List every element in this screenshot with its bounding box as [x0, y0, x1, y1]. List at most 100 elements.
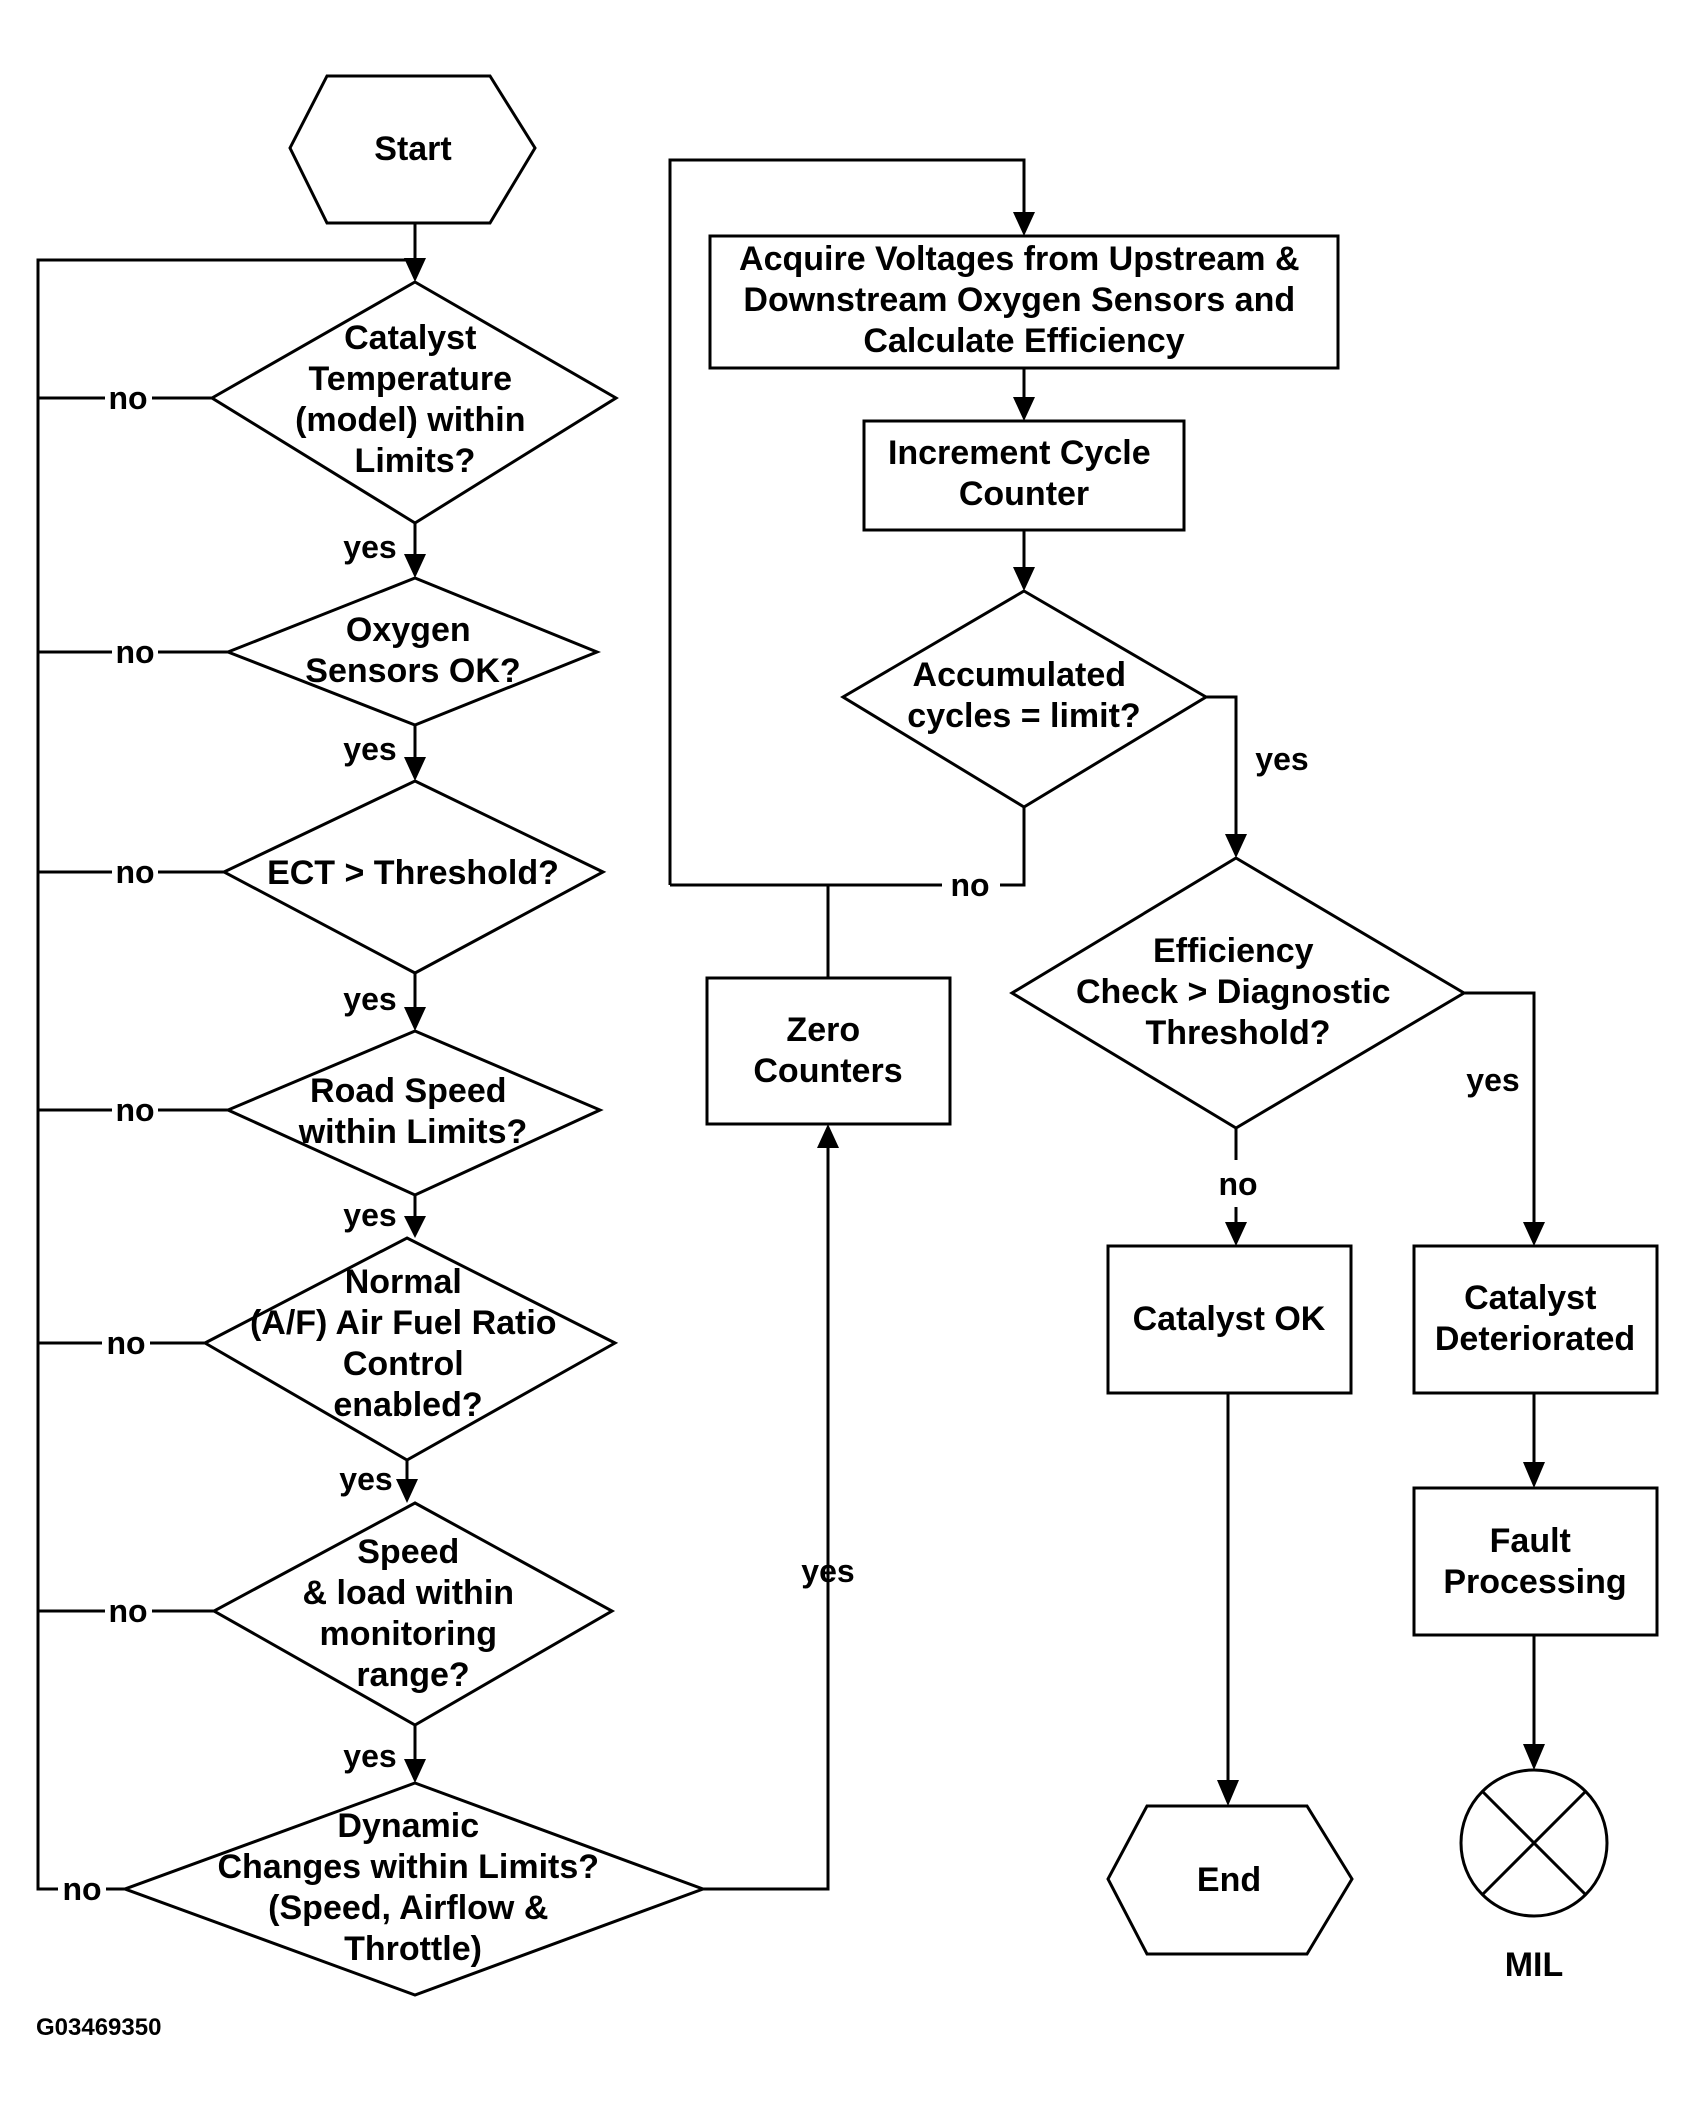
- speed-load-line-4: range?: [356, 1656, 469, 1694]
- speed-load-label: Speed & load within monitoring range?: [303, 1533, 524, 1694]
- catalyst-temp-line-4: Limits?: [355, 442, 476, 480]
- ect-line-1: ECT > Threshold?: [267, 854, 559, 892]
- efficiency-line-2: Check > Diagnostic: [1076, 973, 1391, 1011]
- zero-counters-line-2: Counters: [753, 1052, 902, 1090]
- no-label-dynamic: no: [62, 1871, 101, 1907]
- decision-accumulated: [840, 589, 1209, 809]
- arrowhead-to-efficiency: [1225, 834, 1247, 858]
- dynamic-line-1: Dynamic: [337, 1807, 479, 1845]
- arrowhead-to-af: [404, 1216, 426, 1238]
- yes-label-road-speed: yes: [343, 1197, 396, 1233]
- process-catalyst-deteriorated: [1412, 1244, 1659, 1395]
- arrowhead-to-accumulated: [1013, 567, 1035, 591]
- start-text: Start: [374, 130, 451, 168]
- af-control-line-2: (A/F) Air Fuel Ratio: [250, 1304, 557, 1342]
- start-hexagon: [288, 74, 537, 225]
- yes-label-oxygen: yes: [343, 731, 396, 767]
- af-control-label: Normal (A/F) Air Fuel Ratio Control enab…: [250, 1263, 566, 1424]
- arrowhead-to-mil: [1523, 1744, 1545, 1770]
- deteriorated-line-1: Catalyst: [1464, 1279, 1596, 1317]
- acquire-label: Acquire Voltages from Upstream & Downstr…: [739, 240, 1309, 360]
- oxygen-sensors-line-1: Oxygen: [346, 611, 471, 649]
- road-speed-line-1: Road Speed: [310, 1072, 506, 1110]
- connectors: [36, 158, 1536, 1891]
- process-increment-counter: [862, 419, 1186, 532]
- catalyst-temp-line-3: (model) within: [295, 401, 525, 439]
- process-catalyst-ok: [1106, 1244, 1353, 1395]
- end-text: End: [1197, 1861, 1261, 1899]
- start-label: Start: [374, 130, 451, 168]
- decision-catalyst-temp: [209, 280, 619, 525]
- arrowhead-to-zero-counters: [817, 1124, 839, 1148]
- catalyst-ok-line-1: Catalyst OK: [1133, 1300, 1326, 1338]
- process-acquire-voltages: [708, 234, 1340, 370]
- yes-label-efficiency: yes: [1466, 1062, 1519, 1098]
- decision-efficiency: [1009, 856, 1467, 1130]
- decision-road-speed: [224, 1029, 604, 1197]
- no-label-ect: no: [115, 854, 154, 890]
- mil-label: MIL: [1505, 1946, 1564, 1984]
- yes-label-accumulated: yes: [1255, 741, 1308, 777]
- yes-label-catalyst-temp: yes: [343, 529, 396, 565]
- dynamic-line-2: Changes within Limits?: [217, 1848, 599, 1886]
- fault-label: Fault Processing: [1443, 1522, 1626, 1601]
- catalyst-temp-line-2: Temperature: [309, 360, 512, 398]
- no-label-efficiency: no: [1218, 1166, 1257, 1202]
- no-label-road-speed: no: [115, 1092, 154, 1128]
- ect-label: ECT > Threshold?: [267, 854, 559, 892]
- efficiency-yes-line: [1464, 991, 1536, 1228]
- process-zero-counters: [705, 976, 952, 1126]
- figure-id: G03469350: [36, 2014, 161, 2041]
- end-label: End: [1197, 1861, 1261, 1899]
- af-control-line-3: Control: [343, 1345, 464, 1383]
- af-control-line-4: enabled?: [333, 1386, 482, 1424]
- mil-text: MIL: [1505, 1946, 1564, 1984]
- acquire-line-1: Acquire Voltages from Upstream &: [739, 240, 1300, 278]
- accumulated-no-line: [670, 807, 1026, 887]
- arrowheads: [396, 212, 1545, 1806]
- arrowhead-to-catalyst-temp: [404, 258, 426, 282]
- accumulated-label: Accumulated cycles = limit?: [907, 656, 1140, 735]
- accumulated-line-2: cycles = limit?: [907, 697, 1140, 735]
- end-hexagon: [1106, 1804, 1354, 1956]
- arrowhead-to-end: [1217, 1780, 1239, 1806]
- arrowhead-to-fault: [1523, 1462, 1545, 1488]
- arrowhead-to-dynamic: [404, 1759, 426, 1783]
- process-fault-processing: [1412, 1486, 1659, 1637]
- arrowhead-to-acquire: [1013, 212, 1035, 236]
- increment-line-1: Increment Cycle: [888, 434, 1151, 472]
- increment-line-2: Counter: [959, 475, 1089, 513]
- arrowhead-to-deteriorated: [1523, 1222, 1545, 1246]
- speed-load-line-2: & load within: [303, 1574, 515, 1612]
- efficiency-label: Efficiency Check > Diagnostic Threshold?: [1076, 932, 1400, 1052]
- fault-line-2: Processing: [1443, 1563, 1626, 1601]
- yes-label-ect: yes: [343, 981, 396, 1017]
- no-label-catalyst-temp: no: [108, 380, 147, 416]
- connector-dynamic-to-zero: [703, 1142, 830, 1891]
- catalyst-temp-line-1: Catalyst: [344, 319, 476, 357]
- oxygen-sensors-label: Oxygen Sensors OK?: [305, 611, 520, 690]
- efficiency-line-1: Efficiency: [1153, 932, 1314, 970]
- catalyst-temp-label: Catalyst Temperature (model) within Limi…: [295, 319, 535, 480]
- zero-counters-label: Zero Counters: [753, 1011, 902, 1090]
- mil-lamp-cross: [1480, 1789, 1588, 1897]
- deteriorated-label: Catalyst Deteriorated: [1435, 1279, 1635, 1358]
- road-speed-label: Road Speed within Limits?: [298, 1072, 528, 1151]
- accumulated-line-1: Accumulated: [913, 656, 1127, 694]
- af-control-line-1: Normal: [345, 1263, 462, 1301]
- edge-labels: no no no no no no no yes yes yes yes yes…: [62, 380, 1519, 1907]
- yes-label-af: yes: [339, 1461, 392, 1497]
- catalyst-ok-label: Catalyst OK: [1133, 1300, 1326, 1338]
- yes-label-speed-load: yes: [343, 1738, 396, 1774]
- shapes: [120, 74, 1659, 1997]
- speed-load-line-3: monitoring: [320, 1615, 498, 1653]
- no-label-accumulated: no: [950, 867, 989, 903]
- dynamic-line-3: (Speed, Airflow &: [268, 1889, 548, 1927]
- loop-to-acquire: [668, 158, 1026, 885]
- arrowhead-to-speed-load: [396, 1479, 418, 1503]
- no-label-speed-load: no: [108, 1593, 147, 1629]
- arrowhead-to-catalyst-ok: [1225, 1222, 1247, 1246]
- speed-load-line-1: Speed: [357, 1533, 459, 1571]
- road-speed-line-2: within Limits?: [298, 1113, 528, 1151]
